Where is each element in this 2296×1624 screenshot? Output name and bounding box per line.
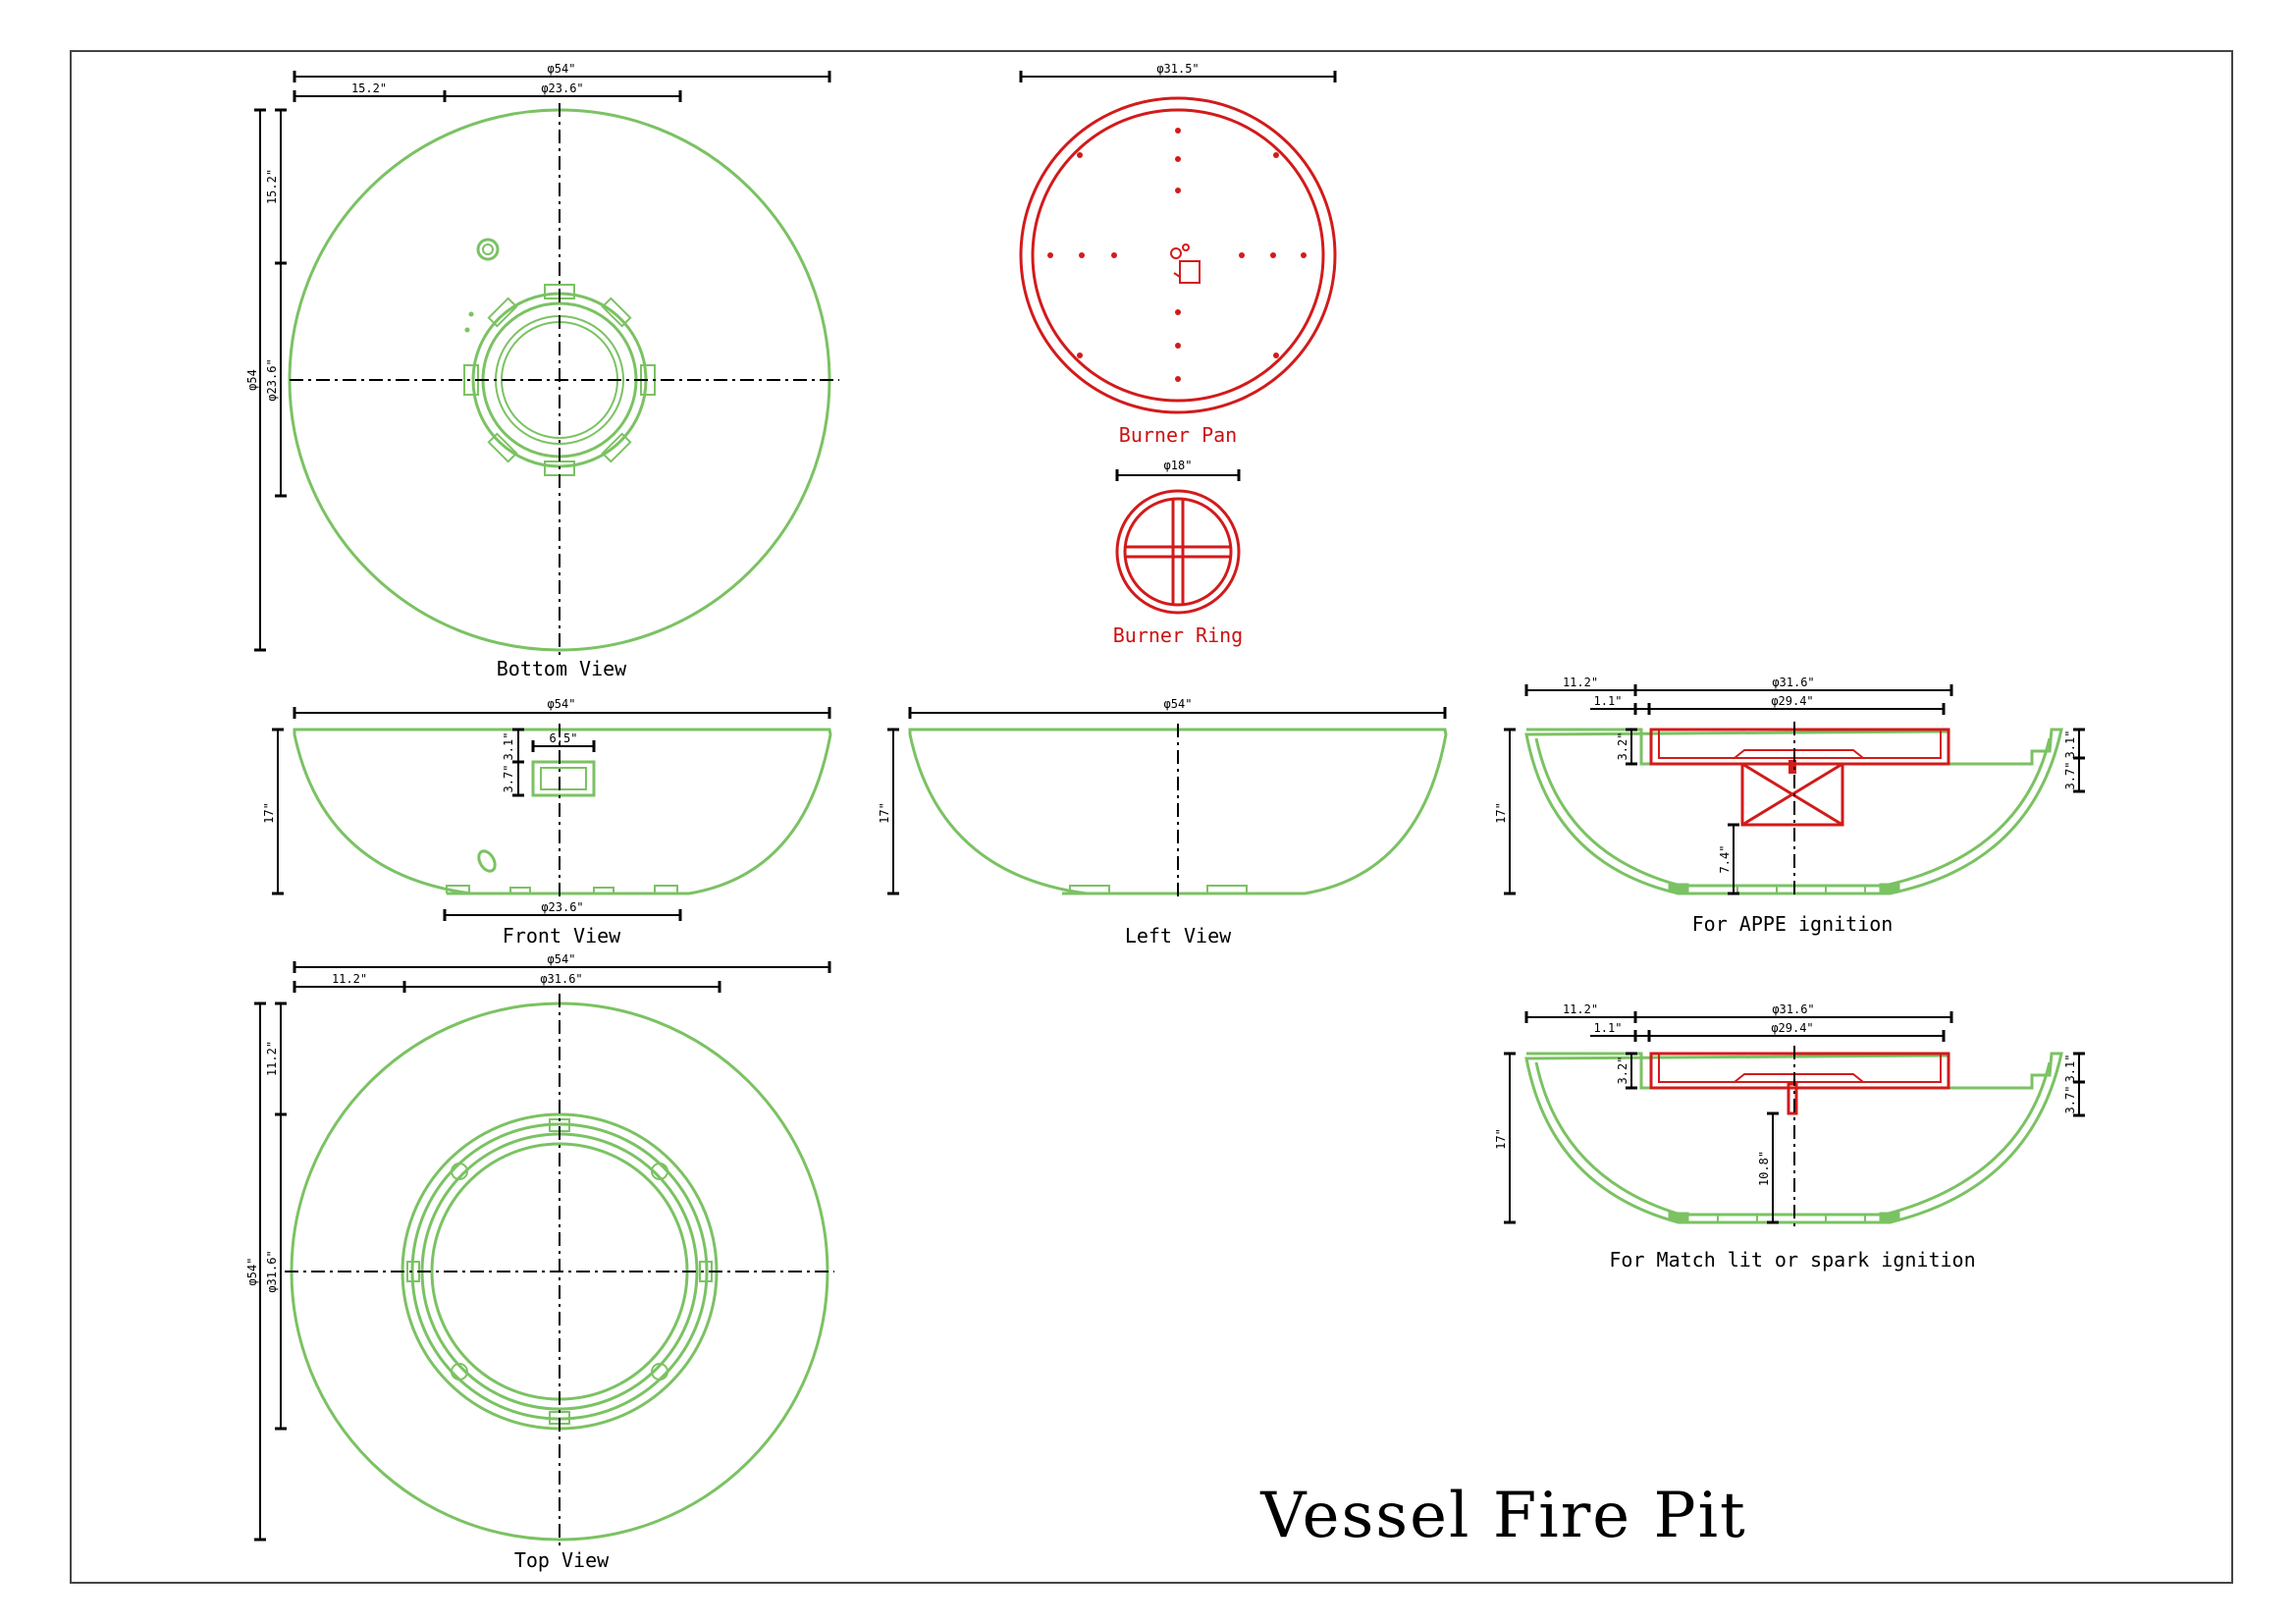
top-dim-left-inner: φ31.6" (265, 1250, 279, 1292)
top-dim-offset: 11.2" (332, 972, 367, 986)
front-dim-overall: φ54" (548, 697, 576, 711)
match-dim-side2: 3.1" (2063, 1055, 2077, 1083)
appe-dim-offset: 11.2" (1563, 676, 1598, 689)
appe-label: For APPE ignition (1692, 912, 1894, 936)
front-bowl-outline (293, 728, 832, 895)
burner-ring-outer (1115, 489, 1241, 615)
burner-pan-dim: φ31.5" (1156, 62, 1199, 76)
match-dim-offset: 11.2" (1563, 1002, 1598, 1016)
top-dim-left-offset: 11.2" (265, 1041, 279, 1076)
front-access-port (531, 760, 596, 797)
burner-pan-outer (1019, 96, 1337, 414)
burner-pan-holes (1047, 128, 1307, 382)
match-valve-stem (1787, 1082, 1798, 1115)
appe-dim-side1: 3.7" (2063, 762, 2077, 790)
front-dim-port-h2: 3.1" (502, 732, 515, 761)
left-dim-height: 17" (878, 802, 891, 824)
match-dim-pan: φ29.4" (1771, 1021, 1813, 1035)
left-dim-overall: φ54" (1164, 697, 1193, 711)
burner-pan: φ31.5" Burner Pan (1019, 62, 1337, 447)
appe-burner-pan (1649, 728, 1950, 766)
left-bowl-outline (908, 728, 1448, 895)
top-dim-left-overall: φ54" (245, 1258, 259, 1286)
bottom-dim-left-offset: 15.2" (265, 169, 279, 204)
appe-section: 11.2" φ31.6" 1.1" φ29.4" 17" 3.2" 3.7" 3… (1494, 676, 2085, 936)
top-dim-inner: φ31.6" (540, 972, 582, 986)
front-view-label: Front View (503, 924, 621, 947)
burner-ring-label: Burner Ring (1113, 623, 1243, 647)
match-dim-opening: φ31.6" (1772, 1002, 1814, 1016)
appe-dim-height: 17" (1494, 802, 1508, 824)
appe-dim-inner: 7.4" (1718, 845, 1732, 874)
front-dim-port-h1: 3.7" (502, 765, 515, 793)
appe-dim-rim: 1.1" (1594, 694, 1623, 708)
bottom-view: φ54" 15.2" φ23.6" φ54 15.2" φ23.6" Botto… (245, 62, 839, 680)
top-dim-overall: φ54" (548, 952, 576, 966)
match-dim-height: 17" (1494, 1128, 1508, 1150)
match-dim-side1: 3.7" (2063, 1086, 2077, 1114)
left-view: φ54" 17" Left View (878, 697, 1448, 947)
match-section: 11.2" φ31.6" 1.1" φ29.4" 17" 3.2" 3.7" 3… (1494, 1002, 2085, 1272)
appe-dim-pan: φ29.4" (1771, 694, 1813, 708)
burner-pan-valve (1179, 260, 1201, 284)
front-dim-height: 17" (262, 802, 276, 824)
front-view: φ54" 17" 6.5" 3.7" 3.1" φ23.6" Front Vie… (262, 697, 832, 947)
bottom-dim-left-overall: φ54 (245, 369, 259, 391)
gas-port-circle (476, 238, 500, 261)
bottom-dim-left-inner: φ23.6" (265, 358, 279, 401)
burner-ring-dim: φ18" (1164, 459, 1193, 472)
bottom-view-label: Bottom View (497, 657, 627, 680)
appe-dim-opening: φ31.6" (1772, 676, 1814, 689)
burner-pan-label: Burner Pan (1119, 423, 1237, 447)
match-dim-rim: 1.1" (1594, 1021, 1623, 1035)
appe-dim-depth: 3.2" (1616, 732, 1629, 761)
match-label: For Match lit or spark ignition (1609, 1248, 1975, 1272)
bottom-dim-inner: φ23.6" (541, 81, 583, 95)
top-view-label: Top View (514, 1548, 610, 1572)
appe-dim-side2: 3.1" (2063, 731, 2077, 759)
match-dim-depth: 3.2" (1616, 1056, 1629, 1085)
front-dim-base: φ23.6" (541, 900, 583, 914)
match-burner-pan (1649, 1052, 1950, 1090)
drawing-title: Vessel Fire Pit (1259, 1480, 1747, 1552)
bottom-dim-offset: 15.2" (351, 81, 387, 95)
left-view-label: Left View (1125, 924, 1232, 947)
burner-ring: φ18" Burner Ring (1113, 459, 1243, 647)
top-view: φ54" 11.2" φ31.6" φ54" 11.2" φ31.6" Top … (245, 952, 834, 1572)
sheet-border (70, 50, 2233, 1584)
match-dim-inner: 10.8" (1757, 1151, 1771, 1186)
front-dim-port-width: 6.5" (550, 731, 578, 745)
bottom-dim-overall: φ54" (548, 62, 576, 76)
